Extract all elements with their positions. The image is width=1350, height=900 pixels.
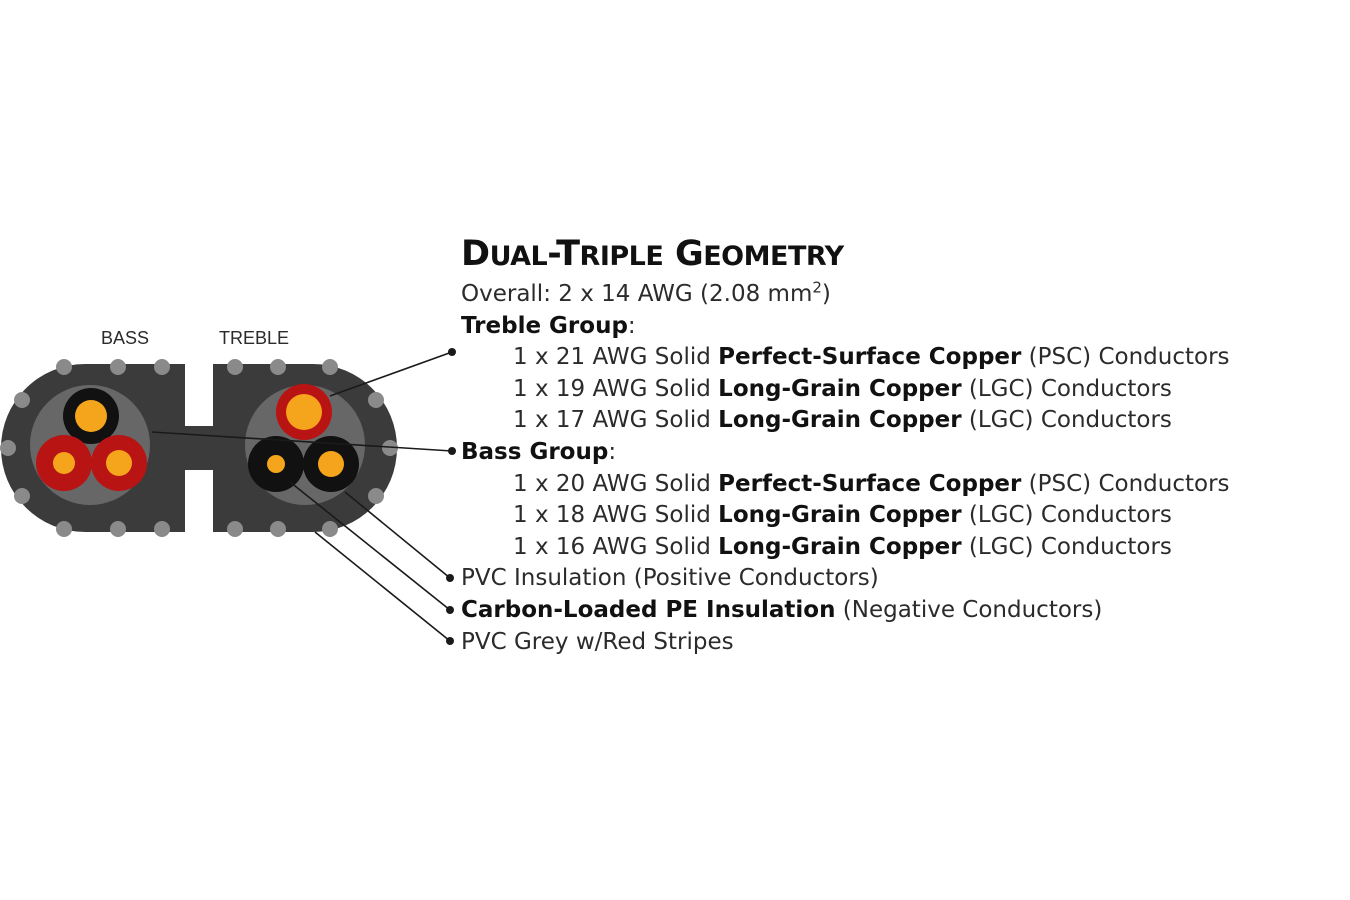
jacket-stripe-dot xyxy=(110,359,126,375)
bass-positive-copper-left xyxy=(53,452,75,474)
leader-bass-group xyxy=(151,431,453,452)
jacket-stripe-dots xyxy=(0,359,398,537)
leader-pe-insulation xyxy=(289,481,451,611)
overall-spec: Overall: 2 x 14 AWG (2.08 mm2) xyxy=(461,278,831,307)
jacket-stripe-dot xyxy=(110,521,126,537)
jacket-stripe-dot xyxy=(227,521,243,537)
leader-treble-group xyxy=(329,351,453,397)
treble-group-heading: Treble Group: xyxy=(461,312,636,339)
treble-negative-copper-right xyxy=(318,451,344,477)
bullet-jacket xyxy=(446,637,454,645)
treble-conductor-group xyxy=(245,384,365,505)
spec-panel: DUAL-TRIPLE GEOMETRY Overall: 2 x 14 AWG… xyxy=(461,232,1346,658)
bass-conductor-1: 1 x 20 AWG Solid Perfect-Surface Copper … xyxy=(513,470,1230,497)
bullet-pvc-insulation xyxy=(446,574,454,582)
bass-conductor-3: 1 x 16 AWG Solid Long-Grain Copper (LGC)… xyxy=(513,533,1172,560)
jacket-stripe-dot xyxy=(368,392,384,408)
treble-conductor-3: 1 x 17 AWG Solid Long-Grain Copper (LGC)… xyxy=(513,407,1172,434)
leader-pvc-insulation xyxy=(344,491,451,579)
jacket-stripe-dot xyxy=(154,359,170,375)
jacket-stripe-dot xyxy=(56,521,72,537)
jacket-stripe-dot xyxy=(322,359,338,375)
bass-positive-copper-right xyxy=(106,450,132,476)
jacket-stripe-dot xyxy=(0,440,16,456)
jacket-stripe-dot xyxy=(227,359,243,375)
jacket-stripe-dot xyxy=(368,488,384,504)
treble-negative-copper-left xyxy=(267,455,285,473)
jacket-stripe-dot xyxy=(56,359,72,375)
jacket-stripe-dot xyxy=(382,440,398,456)
jacket-stripe-dot xyxy=(14,392,30,408)
leader-lines xyxy=(151,348,456,645)
treble-conductor-1: 1 x 21 AWG Solid Perfect-Surface Copper … xyxy=(513,344,1230,371)
jacket-stripe-dot xyxy=(270,359,286,375)
spec-title: DUAL-TRIPLE GEOMETRY xyxy=(461,234,844,274)
bass-group-heading: Bass Group: xyxy=(461,438,617,465)
bass-negative-copper xyxy=(75,400,107,432)
bass-label: BASS xyxy=(101,328,149,348)
jacket-stripe-dot xyxy=(270,521,286,537)
treble-label: TREBLE xyxy=(219,328,289,348)
bullet-treble-group xyxy=(448,348,456,356)
jacket-label: PVC Grey w/Red Stripes xyxy=(461,628,734,655)
treble-positive-copper xyxy=(286,394,322,430)
pe-insulation-label: Carbon-Loaded PE Insulation (Negative Co… xyxy=(461,596,1103,623)
bullet-bass-group xyxy=(448,447,456,455)
jacket-stripe-dot xyxy=(322,521,338,537)
bass-conductor-2: 1 x 18 AWG Solid Long-Grain Copper (LGC)… xyxy=(513,502,1172,529)
pvc-insulation-label: PVC Insulation (Positive Conductors) xyxy=(461,565,879,592)
leader-jacket xyxy=(314,531,451,642)
treble-conductor-2: 1 x 19 AWG Solid Long-Grain Copper (LGC)… xyxy=(513,375,1172,402)
bullet-pe-insulation xyxy=(446,606,454,614)
jacket-stripe-dot xyxy=(154,521,170,537)
jacket-stripe-dot xyxy=(14,488,30,504)
bass-conductor-group xyxy=(30,385,150,505)
